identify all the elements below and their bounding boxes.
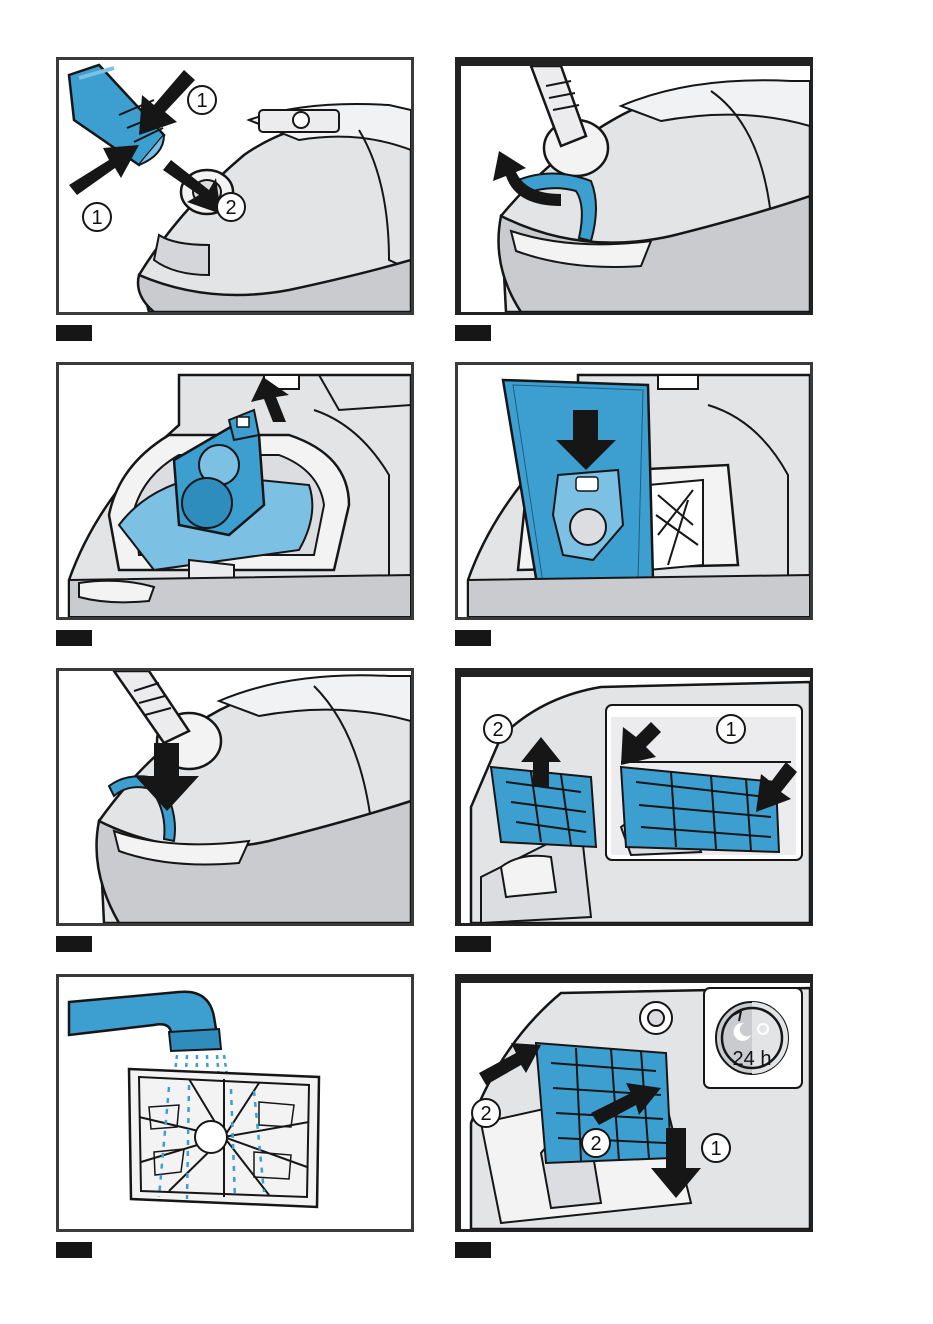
figure-3-bag-removal bbox=[56, 362, 414, 620]
figure-3-illustration bbox=[59, 365, 411, 617]
figure-5-flap-close bbox=[56, 668, 414, 926]
filter-icon bbox=[129, 1069, 319, 1207]
hose-icon bbox=[531, 66, 586, 146]
callout-1-top: 1 bbox=[188, 86, 216, 114]
tap-icon bbox=[69, 992, 221, 1051]
figure-label-tab bbox=[455, 325, 491, 341]
svg-text:1: 1 bbox=[196, 90, 207, 112]
figure-label-tab bbox=[56, 630, 92, 646]
timer-icon: 24 h bbox=[704, 988, 802, 1088]
figure-6-filter-removal: 2 1 bbox=[455, 668, 813, 926]
svg-text:2: 2 bbox=[480, 1103, 491, 1125]
figure-label-tab bbox=[56, 325, 92, 341]
figure-8-illustration: 2 2 1 24 h bbox=[461, 983, 810, 1229]
figure-8-filter-reinsert: 2 2 1 24 h bbox=[455, 974, 813, 1232]
figure-label-tab bbox=[56, 936, 92, 952]
figure-5-illustration bbox=[59, 671, 411, 923]
callout-2-center: 2 bbox=[582, 1129, 610, 1157]
figure-7-filter-rinse bbox=[56, 974, 414, 1232]
figure-label-tab bbox=[455, 1242, 491, 1258]
svg-text:1: 1 bbox=[710, 1138, 721, 1160]
inset-detail: 1 bbox=[606, 705, 802, 860]
svg-text:24 h: 24 h bbox=[733, 1048, 772, 1070]
svg-text:2: 2 bbox=[225, 197, 236, 219]
figure-2-flap-open bbox=[455, 57, 813, 315]
filter-icon bbox=[648, 480, 703, 570]
callout-2: 2 bbox=[217, 193, 245, 221]
callout-2-left: 2 bbox=[472, 1099, 500, 1127]
svg-text:2: 2 bbox=[590, 1133, 601, 1155]
figure-7-illustration bbox=[59, 977, 411, 1229]
callout-1-bottom: 1 bbox=[83, 203, 111, 231]
hose-icon bbox=[114, 671, 189, 743]
callout-1: 1 bbox=[702, 1134, 730, 1162]
figure-6-illustration: 2 1 bbox=[461, 677, 810, 923]
figure-4-bag-insert bbox=[455, 362, 813, 620]
svg-text:1: 1 bbox=[91, 207, 102, 229]
svg-text:1: 1 bbox=[725, 719, 736, 741]
figure-4-illustration bbox=[458, 365, 810, 617]
figure-1-hose-removal: 1 1 2 bbox=[56, 57, 414, 315]
callout-1: 1 bbox=[717, 715, 745, 743]
figure-label-tab bbox=[56, 1242, 92, 1258]
svg-text:2: 2 bbox=[492, 719, 503, 741]
figure-1-illustration: 1 1 2 bbox=[59, 60, 411, 312]
callout-2: 2 bbox=[484, 715, 512, 743]
figure-2-illustration bbox=[461, 66, 810, 312]
figure-label-tab bbox=[455, 936, 491, 952]
filter-icon bbox=[621, 767, 779, 852]
figure-label-tab bbox=[455, 630, 491, 646]
